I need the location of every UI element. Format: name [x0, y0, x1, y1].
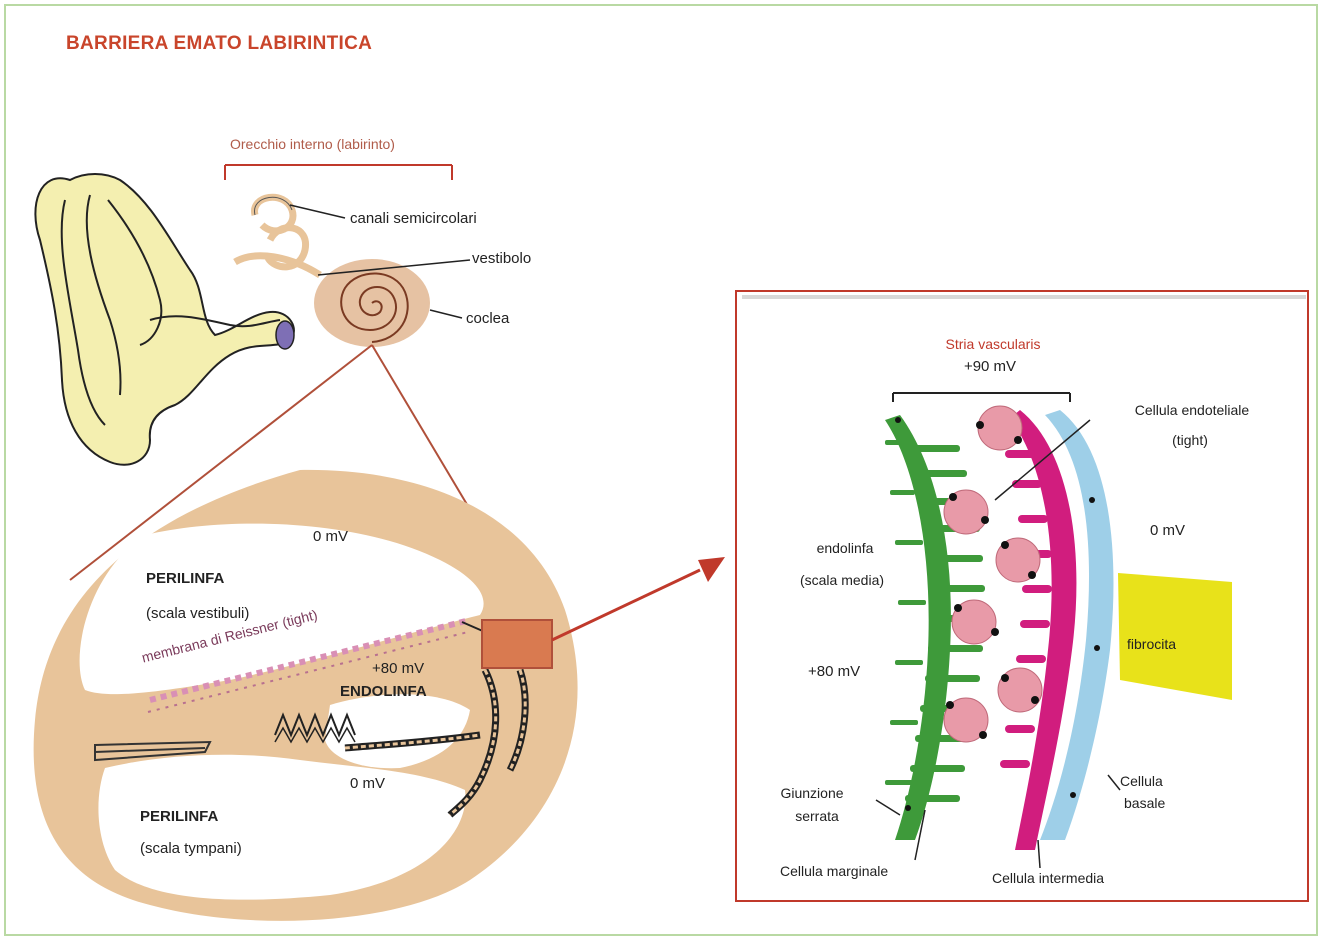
cochlea-spiral — [314, 259, 430, 347]
label-endoteliale-tight: (tight) — [1150, 432, 1230, 448]
label-scala-tympani: (scala tympani) — [140, 840, 242, 857]
inner-ear-header: Orecchio interno (labirinto) — [230, 136, 395, 152]
label-cellula-basale: Cellula — [1120, 773, 1163, 789]
label-coclea: coclea — [466, 310, 509, 327]
label-scala-media: (scala media) — [772, 572, 912, 588]
inner-ear-bracket — [225, 165, 452, 180]
label-plus80-stria: +80 mV — [808, 663, 860, 680]
label-endolinfa-stria: endolinfa — [785, 540, 905, 556]
label-perilinfa-top: PERILINFA — [146, 570, 224, 587]
label-canali: canali semicircolari — [350, 210, 477, 227]
label-cellula-marginale: Cellula marginale — [780, 863, 888, 879]
label-perilinfa-bottom: PERILINFA — [140, 808, 218, 825]
label-giunzione: Giunzione — [752, 785, 872, 801]
label-fibrocita: fibrocita — [1127, 636, 1176, 652]
stria-title: Stria vascularis — [918, 336, 1068, 352]
label-cellula-intermedia: Cellula intermedia — [992, 870, 1104, 886]
stria-potential: +90 mV — [930, 358, 1050, 375]
label-scala-vestibuli: (scala vestibuli) — [146, 605, 249, 622]
outer-ear — [35, 174, 294, 465]
stria-highlight-box — [482, 620, 552, 668]
pointer-arrow — [552, 557, 725, 640]
figure-title: BARRIERA EMATO LABIRINTICA — [66, 33, 372, 55]
label-endolinfa: ENDOLINFA — [340, 683, 427, 700]
label-plus80-section: +80 mV — [372, 660, 424, 677]
label-serrata: serrata — [772, 808, 862, 824]
label-zero-top: 0 mV — [313, 528, 348, 545]
label-vestibolo: vestibolo — [472, 250, 531, 267]
label-cellula-endoteliale: Cellula endoteliale — [1092, 402, 1292, 418]
label-zero-stria: 0 mV — [1150, 522, 1185, 539]
label-zero-bottom: 0 mV — [350, 775, 385, 792]
label-basale: basale — [1124, 795, 1165, 811]
